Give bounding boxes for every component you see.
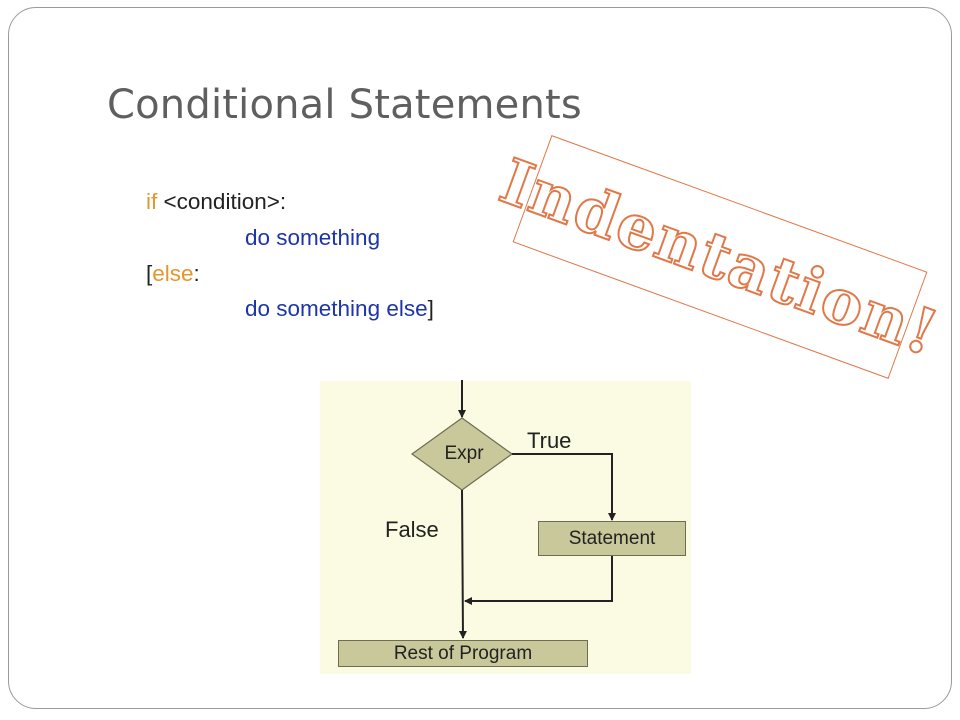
do-something-else-text: do something else <box>245 296 428 321</box>
slide-title: Conditional Statements <box>107 82 582 128</box>
statement-box: Statement <box>538 521 686 556</box>
if-keyword: if <box>146 189 158 214</box>
true-label: True <box>527 428 572 453</box>
rest-of-program-box: Rest of Program <box>338 640 588 667</box>
false-label: False <box>385 517 439 542</box>
condition-text: <condition>: <box>163 189 287 214</box>
else-colon: : <box>193 261 200 286</box>
close-bracket: ] <box>427 296 434 321</box>
true-branch-arrow <box>512 453 616 521</box>
code-line-do-something: do something <box>245 225 381 250</box>
else-keyword: else <box>152 261 194 286</box>
open-bracket: [ <box>146 261 153 286</box>
code-line-do-something-else: do something else] <box>245 296 434 321</box>
code-line-else: [else: <box>146 261 200 286</box>
false-branch-arrow <box>458 489 467 639</box>
decision-label: Expr <box>444 443 484 464</box>
code-line-if: if <condition>: <box>146 189 287 214</box>
merge-arrow <box>464 556 613 605</box>
